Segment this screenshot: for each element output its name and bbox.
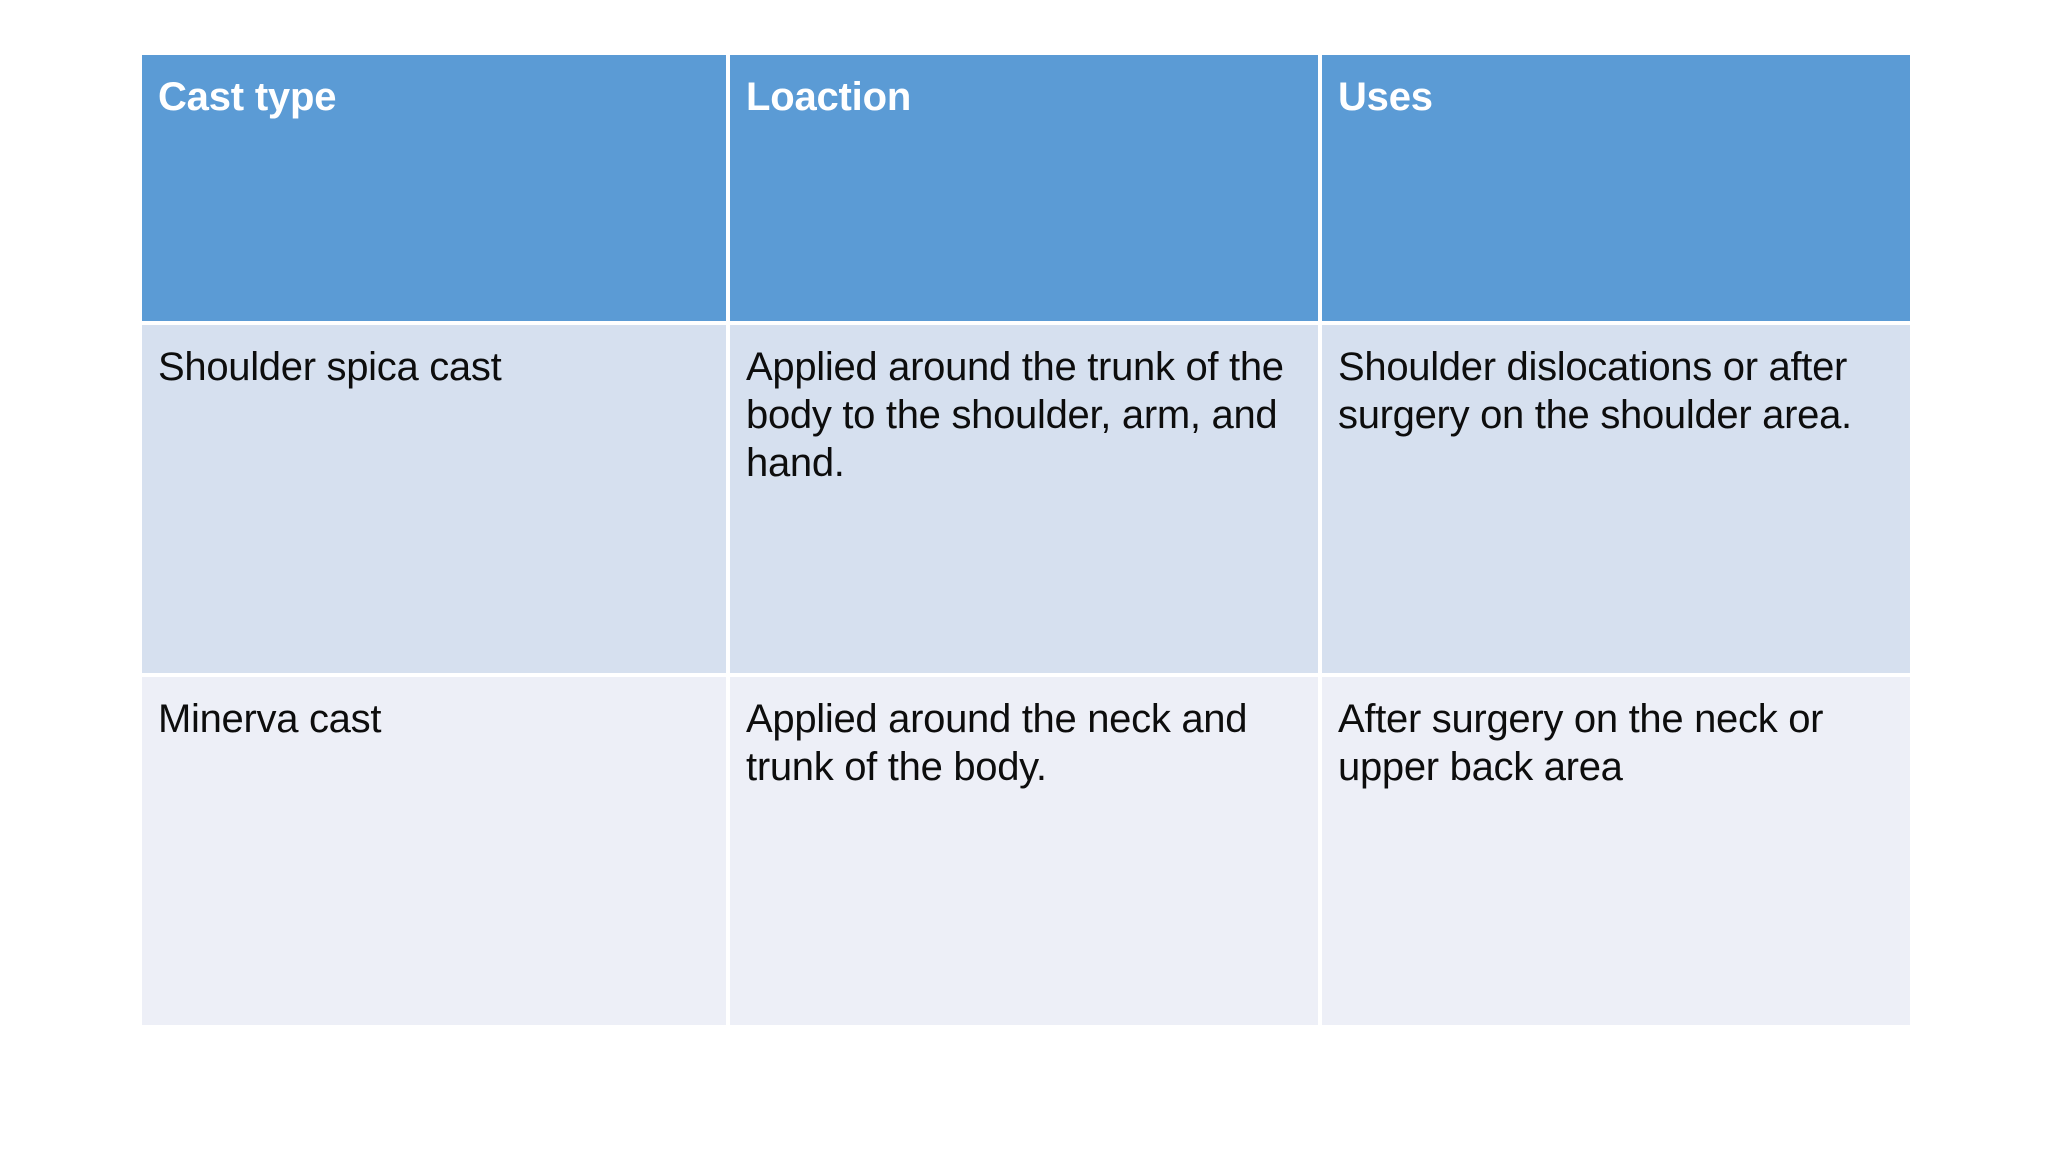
cell-uses: After surgery on the neck or upper back …: [1322, 677, 1910, 1025]
table-header: Cast type Loaction Uses: [142, 55, 1910, 325]
cell-uses: Shoulder dislocations or after surgery o…: [1322, 325, 1910, 677]
cell-text-location: Applied around the trunk of the body to …: [746, 345, 1284, 485]
table-row: Minerva cast Applied around the neck and…: [142, 677, 1910, 1025]
cell-text-location: Applied around the neck and trunk of the…: [746, 697, 1248, 789]
column-header-location: Loaction: [730, 55, 1322, 325]
table-row: Shoulder spica cast Applied around the t…: [142, 325, 1910, 677]
cell-text-uses: Shoulder dislocations or after surgery o…: [1338, 345, 1852, 437]
cell-text-cast-type: Minerva cast: [158, 697, 382, 741]
table-body: Shoulder spica cast Applied around the t…: [142, 325, 1910, 1025]
column-header-uses: Uses: [1322, 55, 1910, 325]
table-header-row: Cast type Loaction Uses: [142, 55, 1910, 325]
cell-text-uses: After surgery on the neck or upper back …: [1338, 697, 1824, 789]
cell-location: Applied around the trunk of the body to …: [730, 325, 1322, 677]
cast-types-table: Cast type Loaction Uses Shoulder spica c…: [142, 55, 1910, 1025]
cell-cast-type: Minerva cast: [142, 677, 730, 1025]
cell-cast-type: Shoulder spica cast: [142, 325, 730, 677]
cell-text-cast-type: Shoulder spica cast: [158, 345, 502, 389]
column-header-cast-type: Cast type: [142, 55, 730, 325]
cell-location: Applied around the neck and trunk of the…: [730, 677, 1322, 1025]
